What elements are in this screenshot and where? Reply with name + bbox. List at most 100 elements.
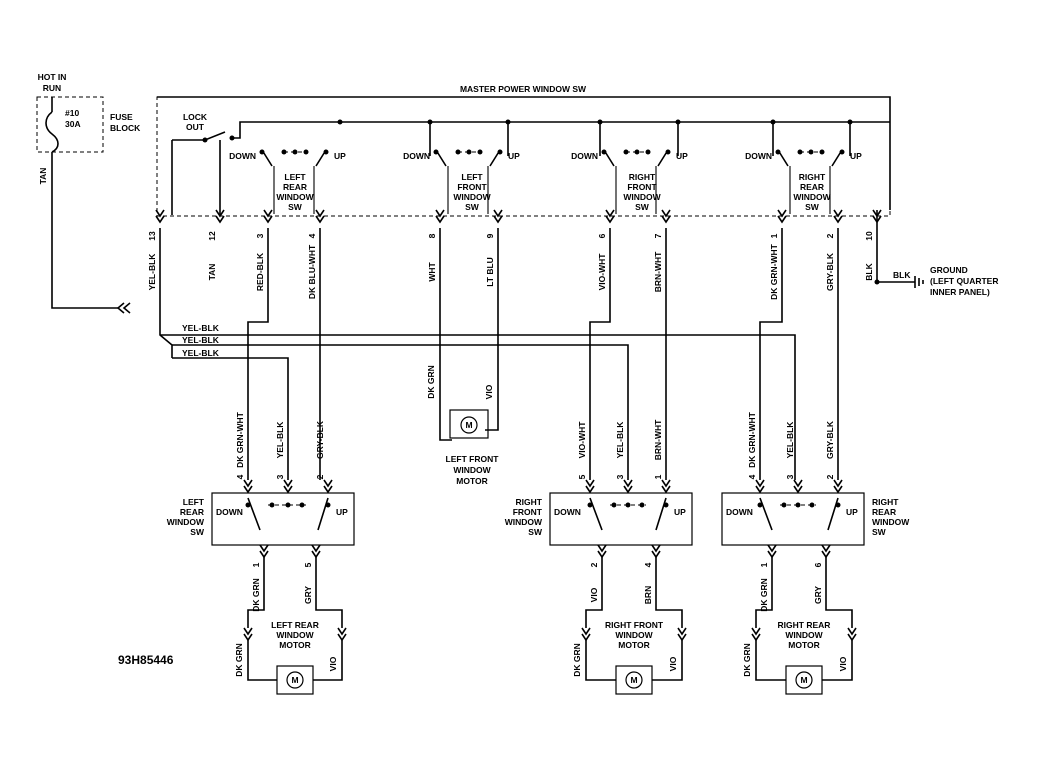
master-pin-chevron [435,209,445,224]
right-front-motor-feed [585,557,683,628]
master-pin-color: VIO-WHT [597,253,607,291]
lf-motor-icon [460,416,478,434]
master-pin-chevron [215,209,225,224]
master-pin-chevron [155,209,165,224]
left-rear-motor-symbol: M [291,675,298,685]
left-rear-up: UP [336,507,348,517]
master-right-rear-dot-2 [808,149,814,155]
master-left-rear-down-label: DOWN [229,151,256,161]
tan-wire-label: TAN [38,168,48,185]
master-power-window-switch: MASTER POWER WINDOW SW LOCK OUT [156,84,891,217]
master-left-front-label-2: WINDOW [453,192,491,202]
right-front-motor-wires [585,640,683,681]
right-front-motor-label-1: WINDOW [615,630,653,640]
left-rear-in-chevron-2 [323,479,333,494]
master-right-front-leads [615,166,657,214]
master-pin-color: WHT [427,262,437,282]
right-front-dot-0 [587,502,593,508]
ground-connection: BLK GROUND (LEFT QUARTER INNER PANEL) [874,210,998,297]
left-rear-switch-box [211,492,355,546]
left-rear-in-color-0: DK GRN-WHT [235,411,245,468]
right-front-motor-label-2: MOTOR [618,640,649,650]
ground-label-2: (LEFT QUARTER [930,276,998,286]
left-rear-motor-label-0: LEFT REAR [271,620,319,630]
left-rear-in-pin-0: 4 [235,474,245,479]
right-rear-motor-label-1: WINDOW [785,630,823,640]
tan-feed-wire [51,152,118,309]
master-feed-bus [257,121,890,156]
master-left-rear-leads [273,166,315,214]
right-front-switch-box [549,492,693,546]
right-front-out-chevron-0 [597,544,607,559]
master-pin-color: DK GRN-WHT [769,243,779,300]
lf-motor-label-3: MOTOR [456,476,487,486]
master-left-rear-dot-0 [259,149,265,155]
left-rear-motor-feed [247,557,343,628]
left-rear-out-pin-1: 5 [303,562,313,567]
right-rear-out-chevron-1 [821,544,831,559]
lf-motor-label-1: LEFT FRONT [446,454,500,464]
right-rear-out-pin-1: 6 [813,562,823,567]
yel-blk-label-3: YEL-BLK [182,348,220,358]
right-front-dot-2 [625,502,631,508]
lock-out-label-2: OUT [186,122,205,132]
left-rear-in-chevron-1 [283,479,293,494]
left-rear-sw-label-2: WINDOW [167,517,205,527]
yel-blk-label-1: YEL-BLK [182,323,220,333]
master-left-rear-dot-2 [292,149,298,155]
right-front-motor-label-0: RIGHT FRONT [605,620,664,630]
fuse-block: HOT IN RUN #10 30A FUSE BLOCK TAN [36,72,141,314]
right-rear-sw-label-2: WINDOW [872,517,910,527]
vio-wht-route [589,228,611,480]
master-pin-color: TAN [207,264,217,281]
right-front-in-pin-2: 1 [653,474,663,479]
lf-motor-label-2: WINDOW [453,465,491,475]
master-pin-number: 13 [147,231,157,241]
left-rear-out-chevron-0 [259,544,269,559]
master-left-rear-label-2: WINDOW [276,192,314,202]
master-right-front-up-label: UP [676,151,688,161]
left-rear-out-color-0: DK GRN [251,578,261,612]
connector-chevron [116,302,131,314]
right-rear-motor-feed [755,557,853,628]
master-pin-number: 9 [485,233,495,238]
left-rear-in-color-2: GRY-BLK [315,420,325,459]
right-rear-in-chevron-2 [833,479,843,494]
master-right-rear-label-0: RIGHT [799,172,826,182]
lf-motor-symbol: M [465,420,472,430]
master-pin-chevron [833,209,843,224]
master-pin-chevron [493,209,503,224]
yel-blk-bus-3 [172,357,289,480]
left-rear-dot-2 [285,502,291,508]
ground-label-3: INNER PANEL) [930,287,990,297]
yel-blk-bus-2 [172,344,629,480]
hot-in-run-label-2: RUN [43,83,61,93]
master-left-front-dot-0 [433,149,439,155]
master-pin-number: 6 [597,233,607,238]
master-pin-color: DK BLU-WHT [307,244,317,299]
master-left-rear-up-label: UP [334,151,346,161]
right-rear-sw-label-0: RIGHT [872,497,899,507]
master-right-front-label-0: RIGHT [629,172,656,182]
right-rear-in-pin-2: 2 [825,474,835,479]
right-rear-in-color-2: GRY-BLK [825,420,835,459]
master-switch-title: MASTER POWER WINDOW SW [460,84,587,94]
lf-motor-wire-2: VIO [484,384,494,399]
right-rear-motor-chevron-0 [751,627,761,642]
left-rear-motor-label-1: WINDOW [276,630,314,640]
left-rear-in-chevron-0 [243,479,253,494]
right-rear-motor-box [785,665,823,695]
master-top-bus [157,96,891,210]
right-front-dot-4 [663,502,669,508]
master-right-rear-dot-0 [775,149,781,155]
master-pin-number: 1 [769,233,779,238]
left-rear-dot-1 [269,502,275,508]
